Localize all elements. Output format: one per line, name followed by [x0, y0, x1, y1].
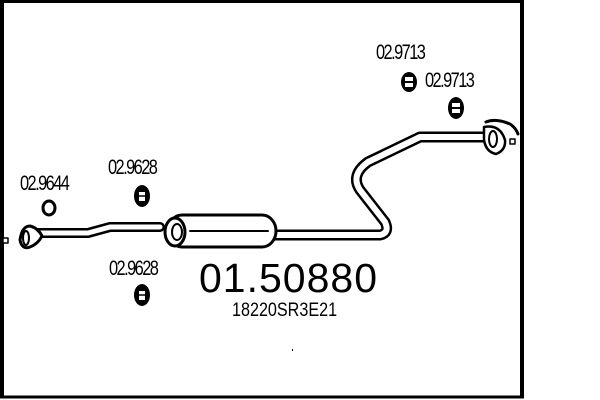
outlet-flange [482, 118, 520, 156]
frame-border [0, 0, 524, 399]
rubber-hanger-icon [401, 72, 417, 92]
inlet-flange [2, 224, 44, 250]
part-label-ring: 02.9644 [20, 172, 70, 195]
part-label-hanger-right-2: 02.9713 [425, 69, 475, 92]
part-label-hanger-upper: 02.9628 [108, 156, 158, 179]
rubber-hanger-icon [134, 284, 150, 306]
part-label-hanger-right-1: 02.9713 [376, 41, 426, 64]
dot-mark [292, 349, 293, 351]
main-part-number: 01.50880 [199, 255, 379, 301]
rubber-hanger-icon [134, 185, 150, 207]
rubber-ring-icon [41, 199, 57, 217]
rubber-hanger-icon [448, 97, 464, 119]
oem-part-number: 18220SR3E21 [232, 300, 338, 321]
part-label-hanger-lower: 02.9628 [109, 257, 159, 280]
exhaust-pipe-drawing [2, 118, 520, 250]
